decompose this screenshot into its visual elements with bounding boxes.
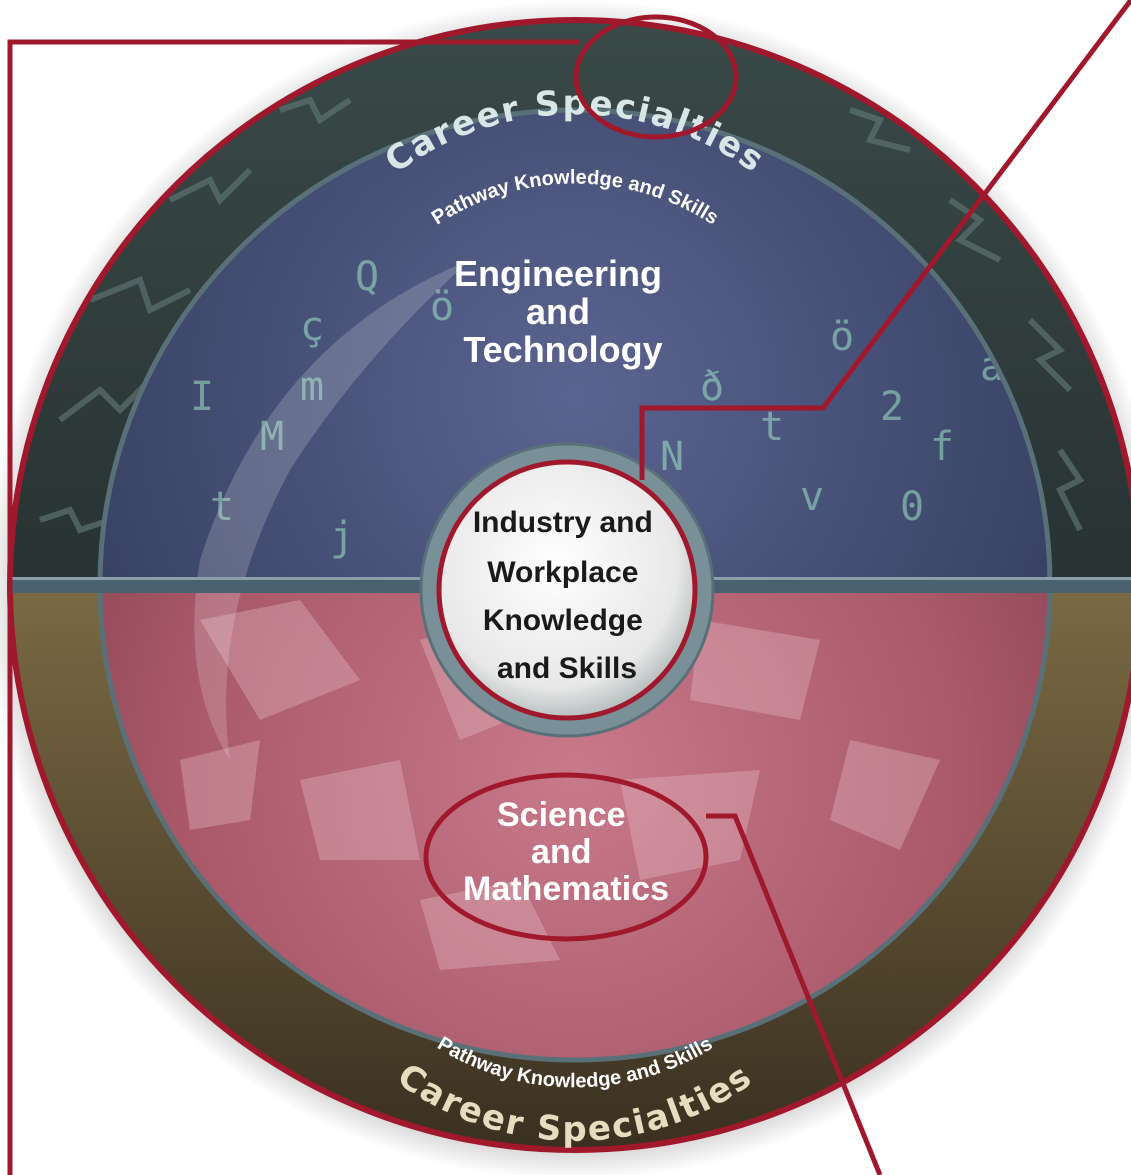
svg-text:N: N: [660, 434, 684, 480]
svg-text:f: f: [930, 424, 954, 470]
bottom-half-label: Science and Mathematics: [463, 796, 669, 908]
svg-text:Q: Q: [355, 254, 379, 300]
svg-text:m: m: [300, 364, 324, 410]
callout-line-career: [7, 39, 580, 1175]
center-label: Industry and Workplace Knowledge and Ski…: [473, 506, 661, 685]
svg-text:0: 0: [900, 484, 924, 530]
svg-text:t: t: [210, 484, 234, 530]
svg-text:v: v: [800, 474, 824, 520]
callout-ellipse-science: [423, 772, 709, 942]
svg-text:t: t: [760, 404, 784, 450]
svg-text:j: j: [330, 514, 354, 560]
callout-ellipse-career: [573, 14, 739, 140]
svg-text:I: I: [190, 374, 214, 420]
svg-text:2: 2: [880, 384, 904, 430]
top-half-disc: ö Q ç m M t ð t ö 2 f N v j 0 I a: [100, 110, 1050, 585]
callout-line-science: [706, 813, 883, 1175]
svg-text:ö: ö: [830, 314, 854, 360]
svg-text:ç: ç: [300, 304, 324, 350]
center-circle: [436, 459, 698, 721]
callout-line-center: [639, 0, 1131, 480]
top-half-label: Engineering and Technology: [454, 253, 672, 370]
svg-text:M: M: [260, 414, 284, 460]
svg-text:ö: ö: [430, 284, 454, 330]
svg-text:ð: ð: [700, 364, 724, 410]
light-swoosh: [194, 260, 471, 760]
